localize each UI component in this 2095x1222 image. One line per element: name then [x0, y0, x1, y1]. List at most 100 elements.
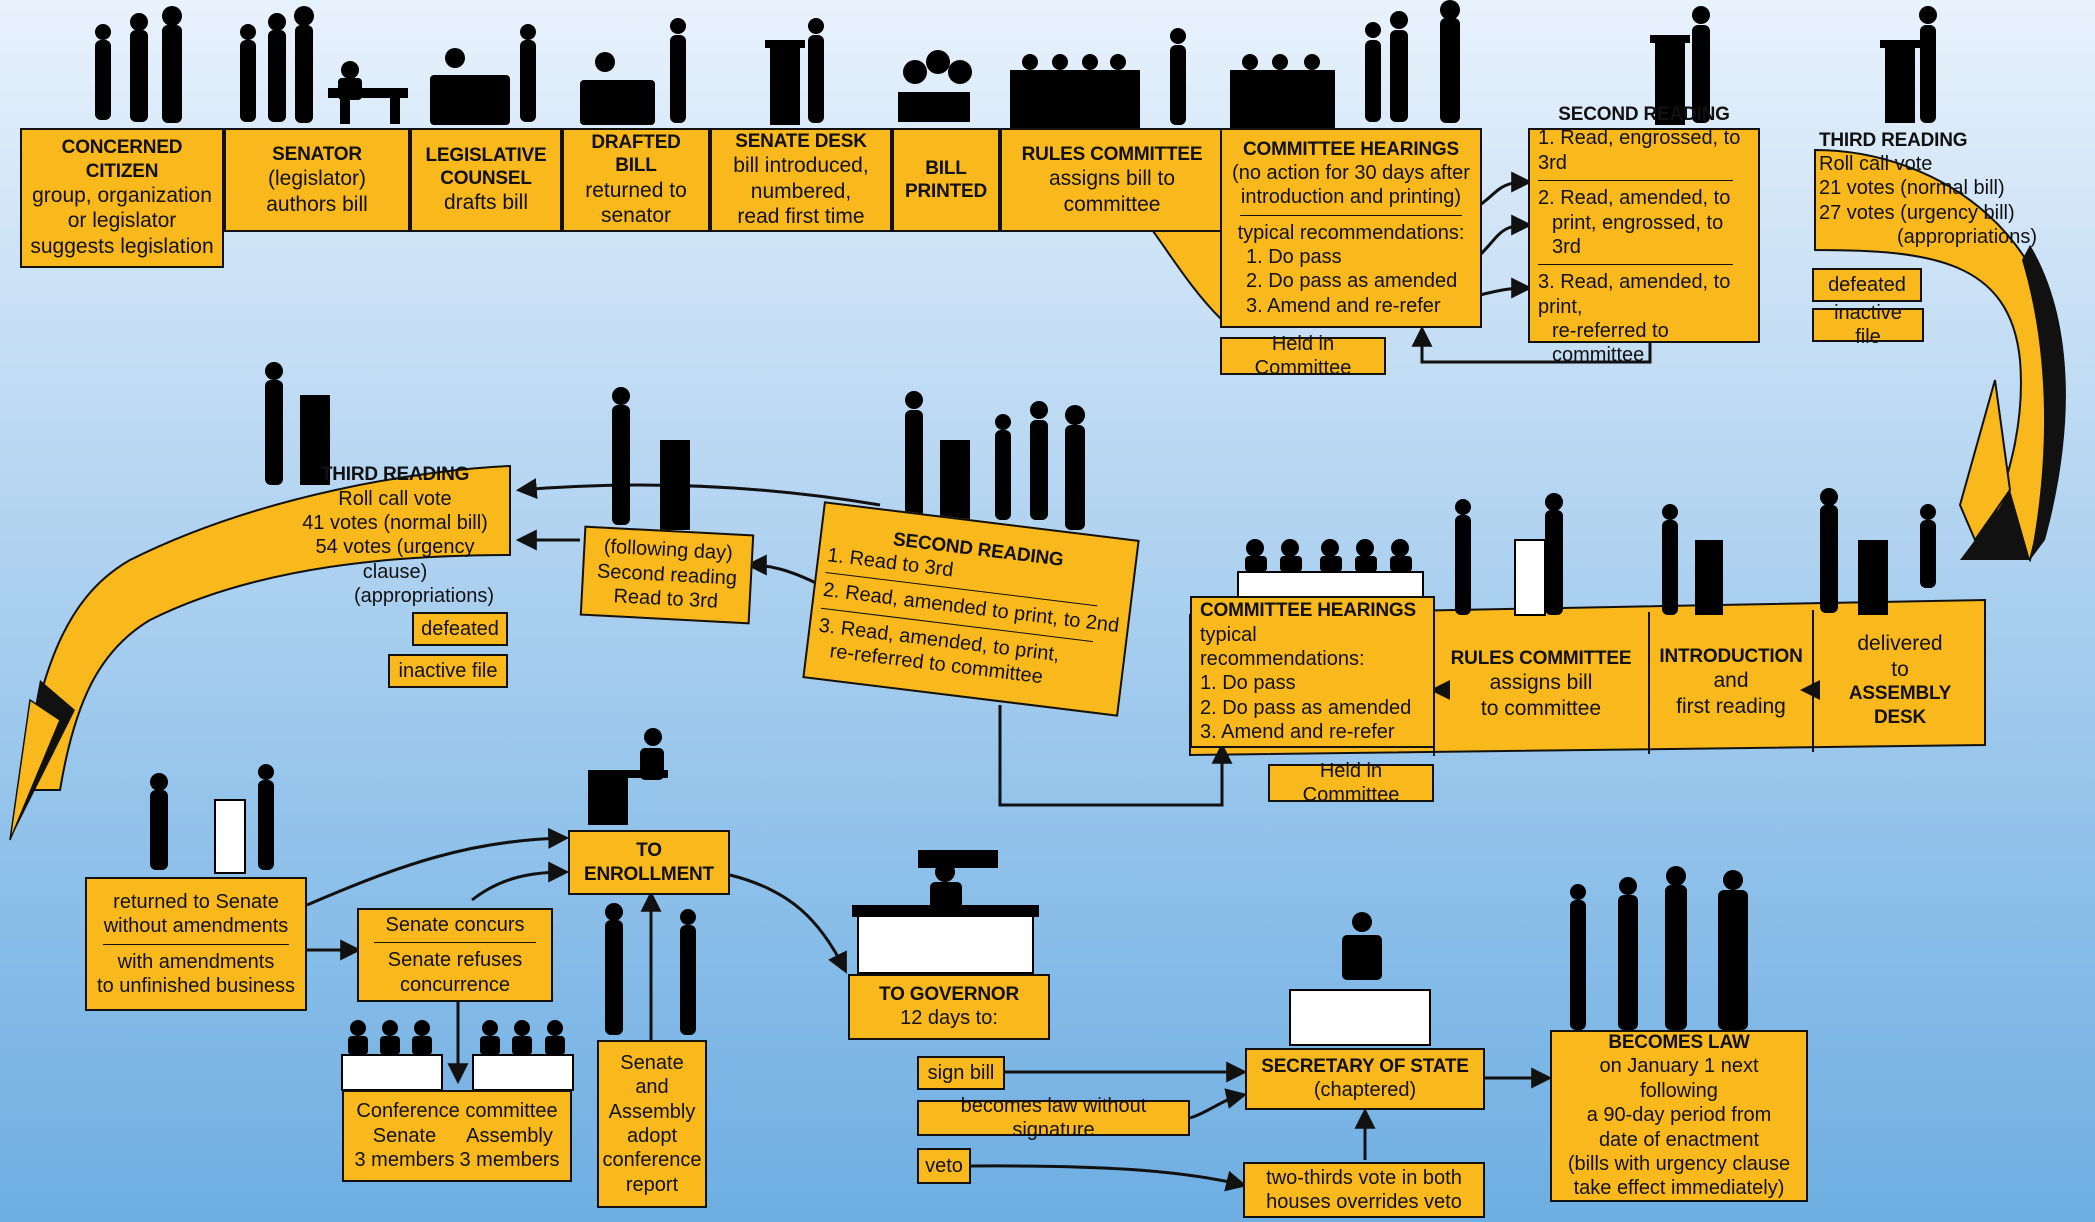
senate-third-reading-title: THIRD READING — [1819, 129, 1968, 151]
concerned-citizen-line-1: group, organization — [32, 183, 212, 207]
returned-to-senate-box: returned to Senate without amendments wi… — [85, 877, 307, 1011]
drafted-bill-box: DRAFTED BILL returned to senator — [562, 128, 710, 232]
option-sign-bill-label: sign bill — [927, 1061, 995, 1084]
senate-hearings-rec-title: typical recommendations: — [1237, 221, 1465, 244]
secretary-title: SECRETARY OF STATE — [1261, 1056, 1469, 1078]
senate-held-label: Held in Committee — [1254, 332, 1352, 379]
senate-hearings-title: COMMITTEE HEARINGS — [1243, 138, 1459, 160]
senate-third-line-4: (appropriations) — [1897, 225, 2038, 248]
senate-third-line-3: 27 votes (urgency bill) — [1819, 201, 2015, 224]
legislative-counsel-title-1: LEGISLATIVE — [425, 145, 547, 167]
senate-desk-title: SENATE DESK — [735, 131, 867, 152]
to-governor-box: TO GOVERNOR 12 days to: — [848, 974, 1050, 1040]
senate-hearings-rec-1: 1. Do pass — [1246, 246, 1342, 269]
veto-override-box: two-thirds vote in both houses overrides… — [1243, 1162, 1485, 1218]
divider — [1538, 264, 1734, 266]
introduction-line-1: and — [1713, 669, 1749, 693]
senate-committee-hearings-box: COMMITTEE HEARINGS (no action for 30 day… — [1220, 128, 1482, 328]
bill-printed-title-1: BILL — [925, 157, 967, 179]
drafted-bill-title: DRAFTED BILL — [591, 132, 681, 177]
secretary-of-state-box: SECRETARY OF STATE (chaptered) — [1245, 1048, 1485, 1110]
assembly-hearings-rec-3: 3. Amend and re-refer — [1200, 721, 1395, 744]
assembly-third-line-4: (appropriations) — [353, 585, 495, 608]
override-line-1: two-thirds vote in both — [1266, 1166, 1462, 1189]
senate-third-line-2: 21 votes (normal bill) — [1819, 177, 2005, 200]
option-without-signature-label: becomes law without signature — [960, 1094, 1147, 1141]
becomes-law-line-1: on January 1 next following — [1599, 1055, 1759, 1102]
assembly-desk-line-2: to — [1891, 657, 1909, 681]
senate-hearings-line-1: (no action for 30 days after — [1232, 161, 1470, 184]
drafted-bill-line-2: senator — [600, 204, 672, 228]
governor-title: TO GOVERNOR — [879, 984, 1019, 1006]
returned-line-2: without amendments — [103, 915, 289, 938]
senate-desk-box: SENATE DESK bill introduced, numbered, r… — [710, 128, 892, 232]
concurs-line-2: Senate refuses — [387, 949, 523, 972]
assembly-inactive-file-box: inactive file — [388, 654, 508, 688]
assembly-desk-title: ASSEMBLY DESK — [1848, 683, 1952, 728]
assembly-third-reading-title: THIRD READING — [320, 464, 470, 486]
conference-assembly-label: Assembly — [466, 1124, 553, 1147]
silhouettes — [95, 0, 1937, 1091]
conference-assembly: Assembly 3 members — [459, 1124, 559, 1173]
assembly-inactive-file-label: inactive file — [398, 659, 498, 682]
swoop-arrowhead — [1960, 490, 2030, 560]
assembly-held-in-committee: Held in Committee — [1268, 760, 1434, 806]
option-without-signature: becomes law without signature — [917, 1095, 1190, 1141]
divider — [1538, 180, 1734, 182]
senate-second-reading-title: SECOND READING — [1558, 104, 1730, 126]
senate-hearings-rec-3: 3. Amend and re-refer — [1246, 294, 1441, 317]
secretary-line: (chaptered) — [1313, 1079, 1417, 1102]
senate-rules-committee-line-1: assigns bill to — [1048, 166, 1176, 190]
introduction-line-2: first reading — [1676, 695, 1786, 719]
assembly-committee-hearings-box: COMMITTEE HEARINGS typical recommendatio… — [1190, 596, 1435, 748]
conference-committee-box: Conference committee Senate 3 members As… — [342, 1090, 572, 1182]
concerned-citizen-line-2: or legislator — [67, 209, 177, 233]
conference-members: Senate 3 members Assembly 3 members — [352, 1124, 562, 1173]
senate-hearings-recs: 1. Do pass 2. Do pass as amended 3. Amen… — [1230, 245, 1457, 318]
introduction-box: INTRODUCTION and first reading — [1650, 615, 1812, 750]
bill-printed-title-2: PRINTED — [905, 181, 987, 202]
divider — [374, 942, 536, 944]
senate-desk-line-3: read first time — [737, 205, 865, 229]
assembly-defeated-label: defeated — [421, 617, 499, 640]
assembly-rules-title: RULES COMMITTEE — [1450, 647, 1632, 669]
adopt-line-1: Senate — [620, 1051, 684, 1074]
adopt-line-6: report — [625, 1173, 679, 1196]
assembly-rules-line-1: assigns bill — [1489, 670, 1593, 694]
becomes-law-line-5: take effect immediately) — [1573, 1177, 1785, 1200]
concerned-citizen-title: CONCERNED CITIZEN — [61, 137, 183, 182]
governor-line: 12 days to: — [900, 1007, 998, 1030]
becomes-law-line-2: a 90-day period from — [1586, 1104, 1772, 1127]
senator-line-2: authors bill — [266, 192, 368, 216]
becomes-law-box: BECOMES LAW on January 1 next following … — [1550, 1030, 1808, 1202]
conference-senate: Senate 3 members — [354, 1124, 454, 1173]
assembly-held-label: Held in Committee — [1302, 759, 1400, 806]
senate-rules-committee-title: RULES COMMITTEE — [1021, 143, 1203, 165]
enrollment-title-2: ENROLLMENT — [584, 863, 714, 885]
concurs-line-3: concurrence — [399, 973, 511, 996]
senate-second-item-1: 1. Read, engrossed, to 3rd — [1538, 127, 1741, 174]
returned-line-3: with amendments — [117, 950, 275, 973]
senator-line-1: (legislator) — [267, 166, 367, 190]
assembly-hearings-title: COMMITTEE HEARINGS — [1200, 600, 1416, 622]
assembly-third-reading-box: THIRD READING Roll call vote 41 votes (n… — [280, 464, 510, 607]
adopt-line-5: conference — [602, 1149, 702, 1172]
assembly-third-line-1: Roll call vote — [338, 487, 452, 510]
adopt-line-3: Assembly — [608, 1100, 696, 1123]
option-sign-bill: sign bill — [917, 1056, 1005, 1090]
assembly-hearings-rec-2: 2. Do pass as amended — [1200, 696, 1412, 719]
enrollment-title-1: TO — [636, 840, 662, 862]
override-line-2: houses overrides veto — [1266, 1191, 1462, 1213]
senate-defeated-box: defeated — [1812, 268, 1922, 302]
legislative-counsel-line: drafts bill — [443, 191, 529, 215]
senate-second-item-3b: re-referred to committee — [1552, 320, 1669, 367]
senate-second-item-2b: print, engrossed, to 3rd — [1552, 211, 1724, 258]
assembly-hearings-rec-1: 1. Do pass — [1200, 672, 1296, 695]
option-veto: veto — [917, 1148, 971, 1184]
senate-second-item-3a: 3. Read, amended, to print, — [1538, 271, 1731, 318]
bill-printed-box: BILL PRINTED — [892, 128, 1000, 232]
senate-hearings-rec-2: 2. Do pass as amended — [1246, 270, 1458, 293]
assembly-rules-line-2: to committee — [1480, 696, 1602, 720]
assembly-divider-1 — [1812, 610, 1814, 752]
